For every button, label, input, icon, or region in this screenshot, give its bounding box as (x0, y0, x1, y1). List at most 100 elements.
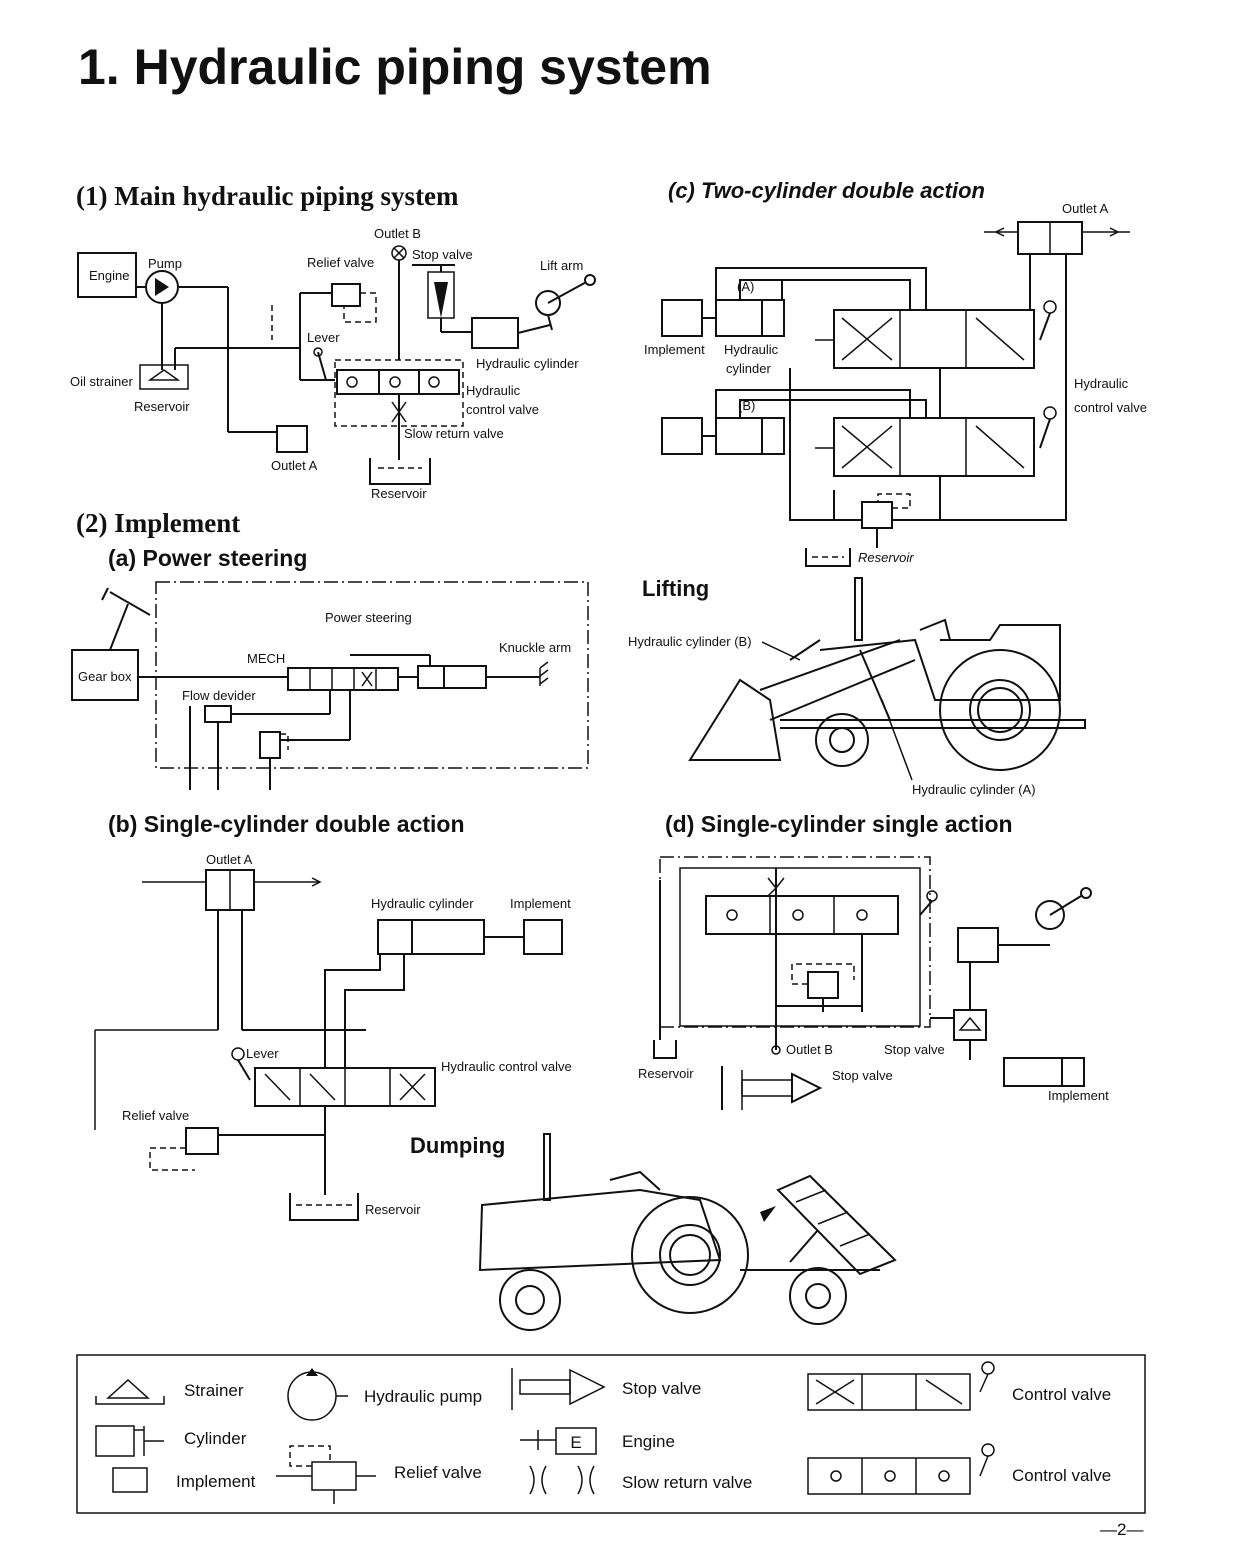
knuckle-arm-icon (539, 661, 549, 686)
sd-cylinder (377, 919, 485, 955)
sd-control-valve-label: Hydraulic control valve (441, 1059, 572, 1074)
control-valve-symbol-2 (807, 1457, 971, 1495)
engine-box (77, 252, 137, 298)
control-valve-spool-3 (418, 369, 460, 395)
lifting-illustration: Lifting Hydraulic cylinder (B) Hydraulic… (628, 576, 1086, 797)
slow-return-valve-symbol (529, 1465, 595, 1495)
lifting-heading: Lifting (642, 576, 709, 601)
dump-trailer-bed (776, 1174, 897, 1276)
dump-trailer-wheel (789, 1267, 847, 1325)
cylinder-symbol (95, 1425, 135, 1457)
relief-valve-label: Relief valve (307, 255, 374, 270)
ss-slow-return-icon (767, 877, 785, 897)
gear-box-label: Gear box (78, 669, 132, 684)
legend-implement: Implement (176, 1472, 256, 1491)
legend-control-valve-1: Control valve (1012, 1385, 1111, 1404)
outlet-a-icon (276, 425, 308, 453)
hydraulic-pump-symbol (287, 1371, 337, 1421)
dumping-illustration: Dumping (410, 1133, 897, 1331)
flow-devider-label: Flow devider (182, 688, 256, 703)
lift-arm-label: Lift arm (540, 258, 583, 273)
power-steering-diagram: (a) Power steering Power steering Gear b… (71, 545, 589, 790)
rear-wheel (939, 649, 1061, 771)
lifting-cyl-a-label: Hydraulic cylinder (A) (912, 782, 1036, 797)
outlet-b-label: Outlet B (374, 226, 421, 241)
ps-relief-valve (259, 731, 281, 759)
mech-label: MECH (247, 651, 285, 666)
control-valve-label-1: Hydraulic (466, 383, 521, 398)
main-hydraulic-cylinder (471, 317, 519, 349)
dump-front-wheel (499, 1269, 561, 1331)
reservoir-icon (139, 364, 189, 390)
single-single-heading: (d) Single-cylinder single action (665, 811, 1013, 837)
lifting-cyl-b-label: Hydraulic cylinder (B) (628, 634, 752, 649)
two-cylinder-diagram: (c) Two-cylinder double action Outlet A … (644, 178, 1147, 567)
ss-stop-valve-label-1: Stop valve (884, 1042, 945, 1057)
reservoir-icon-2 (369, 458, 431, 485)
tc-control-valve-a (833, 309, 1035, 369)
tc-reservoir-label: Reservoir (858, 550, 914, 565)
page-number: —2— (1100, 1520, 1143, 1539)
sd-reservoir-label: Reservoir (365, 1202, 421, 1217)
ss-frame (659, 856, 931, 1028)
control-valve-frame (334, 359, 464, 427)
ss-outlet-b-label: Outlet B (786, 1042, 833, 1057)
outlet-a-label: Outlet A (271, 458, 318, 473)
power-steering-frame (155, 581, 589, 769)
tc-cylinder-label-2: cylinder (726, 361, 771, 376)
steering-cylinder (417, 665, 487, 689)
stop-valve-symbol (569, 1368, 606, 1406)
sd-cylinder-label: Hydraulic cylinder (371, 896, 474, 911)
dump-rear-wheel (631, 1196, 749, 1314)
main-cylinder-label: Hydraulic cylinder (476, 356, 579, 371)
symbol-legend: Strainer Cylinder Implement Hydraulic pu… (76, 1354, 1146, 1514)
tc-cylinder-a (715, 299, 785, 337)
front-wheel (815, 713, 869, 767)
legend-slow-return-valve: Slow return valve (622, 1473, 752, 1492)
main-hydraulic-diagram: (1) Main hydraulic piping system Engine … (70, 181, 596, 501)
power-steering-title: Power steering (325, 610, 412, 625)
ss-cylinder (957, 927, 999, 963)
loader-bucket (688, 678, 782, 761)
tc-implement-label: Implement (644, 342, 705, 357)
implement-symbol (112, 1467, 148, 1493)
oil-strainer-label: Oil strainer (70, 374, 134, 389)
legend-relief-valve: Relief valve (394, 1463, 482, 1482)
tc-control-valve-b (833, 417, 1035, 477)
dumping-heading: Dumping (410, 1133, 505, 1158)
power-steering-heading: (a) Power steering (108, 545, 307, 571)
control-valve-symbol-1 (807, 1373, 971, 1411)
engine-label: Engine (89, 268, 129, 283)
ss-stop-valve-icon (791, 1072, 823, 1104)
engine-symbol (555, 1427, 597, 1455)
lever-label: Lever (307, 330, 340, 345)
single-double-heading: (b) Single-cylinder double action (108, 811, 465, 837)
legend-control-valve-2: Control valve (1012, 1466, 1111, 1485)
tc-cylinder-label-1: Hydraulic (724, 342, 779, 357)
slow-return-valve-label: Slow return valve (404, 426, 504, 441)
sd-lever-label: Lever (246, 1046, 279, 1061)
single-cylinder-double-diagram: (b) Single-cylinder double action Outlet… (94, 811, 572, 1221)
sd-implement (523, 919, 563, 955)
sd-reservoir-icon (289, 1193, 359, 1221)
gear-box (71, 649, 139, 701)
legend-stop-valve: Stop valve (622, 1379, 701, 1398)
two-cylinder-heading: (c) Two-cylinder double action (668, 178, 985, 203)
reservoir-label-1: Reservoir (134, 399, 190, 414)
main-system-heading: (1) Main hydraulic piping system (76, 181, 459, 211)
tc-control-valve-label-1: Hydraulic (1074, 376, 1129, 391)
steering-valve (287, 667, 399, 691)
tc-relief-valve (861, 501, 893, 529)
tc-label-b: (B) (738, 398, 755, 413)
relief-valve-icon (331, 283, 361, 307)
implement-heading: (2) Implement (76, 508, 240, 538)
ss-relief-valve (807, 971, 839, 999)
reservoir-label-2: Reservoir (371, 486, 427, 501)
stop-valve-label: Stop valve (412, 247, 473, 262)
strainer-symbol (106, 1378, 150, 1399)
ss-implement-cylinder (1003, 1057, 1063, 1087)
single-cylinder-single-diagram: (d) Single-cylinder single action Outlet… (638, 811, 1109, 1110)
ss-implement (1061, 1057, 1085, 1087)
legend-strainer: Strainer (184, 1381, 244, 1400)
